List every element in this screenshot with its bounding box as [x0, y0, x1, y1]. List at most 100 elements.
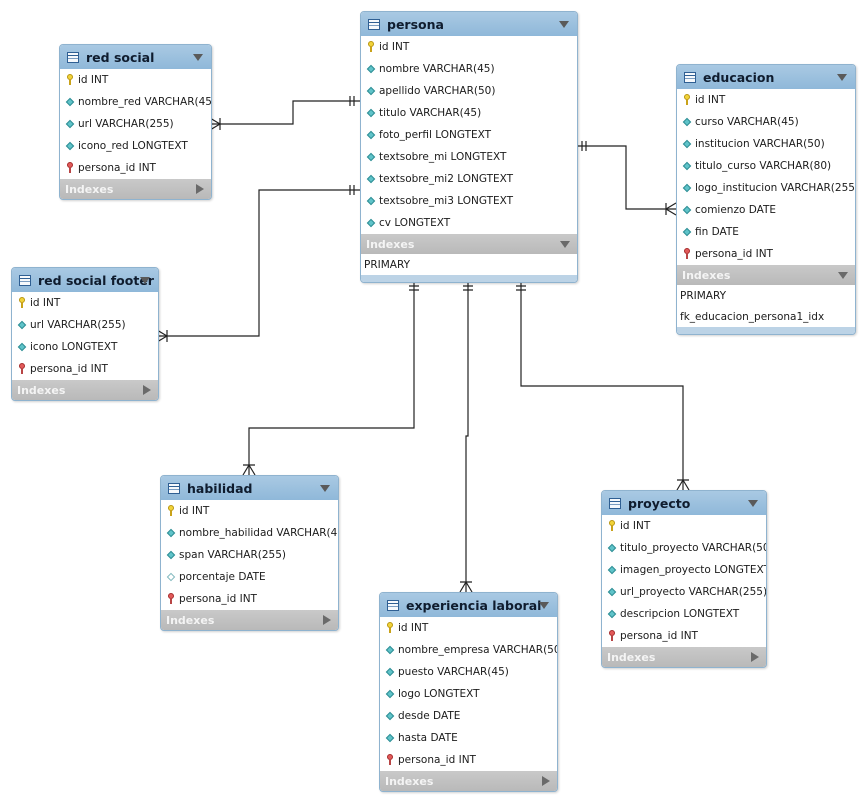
index-row[interactable]: PRIMARY: [680, 289, 727, 302]
collapse-chevron-icon[interactable]: [837, 74, 847, 81]
table-header[interactable]: proyecto: [602, 491, 766, 515]
column-row[interactable]: id INT: [380, 617, 557, 639]
indexes-label: Indexes: [17, 383, 66, 397]
column-row[interactable]: titulo_proyecto VARCHAR(50): [602, 537, 766, 559]
column-row[interactable]: id INT: [602, 515, 766, 537]
column-row[interactable]: icono LONGTEXT: [12, 336, 158, 358]
column-row[interactable]: persona_id INT: [602, 625, 766, 647]
column-row[interactable]: curso VARCHAR(45): [677, 111, 855, 133]
collapse-chevron-icon[interactable]: [193, 54, 203, 61]
column-row[interactable]: hasta DATE: [380, 727, 557, 749]
column-row[interactable]: fin DATE: [677, 221, 855, 243]
column-row[interactable]: comienzo DATE: [677, 199, 855, 221]
column-row[interactable]: url_proyecto VARCHAR(255): [602, 581, 766, 603]
column-row[interactable]: foto_perfil LONGTEXT: [361, 124, 577, 146]
collapsed-arrow-icon[interactable]: [323, 615, 331, 625]
primary-key-icon: [384, 622, 396, 634]
column-row[interactable]: id INT: [161, 500, 338, 522]
table-header[interactable]: persona: [361, 12, 577, 36]
collapsed-arrow-icon[interactable]: [751, 652, 759, 662]
column-row[interactable]: persona_id INT: [161, 588, 338, 610]
column-label: persona_id INT: [398, 754, 476, 766]
table-icon: [67, 51, 79, 63]
table-title: red social: [86, 49, 155, 65]
column-row[interactable]: puesto VARCHAR(45): [380, 661, 557, 683]
indexes-section-header[interactable]: Indexes: [361, 234, 577, 254]
column-row[interactable]: nombre_red VARCHAR(45): [60, 91, 211, 113]
column-diamond-icon: [681, 116, 693, 128]
column-row[interactable]: cv LONGTEXT: [361, 212, 577, 234]
crows-foot-many-marker: [242, 464, 256, 476]
column-row[interactable]: nombre VARCHAR(45): [361, 58, 577, 80]
collapsed-arrow-icon[interactable]: [196, 184, 204, 194]
collapsed-arrow-icon[interactable]: [542, 776, 550, 786]
column-row[interactable]: url VARCHAR(255): [60, 113, 211, 135]
collapse-chevron-icon[interactable]: [539, 602, 549, 609]
expanded-arrow-icon[interactable]: [560, 241, 570, 248]
column-row[interactable]: id INT: [12, 292, 158, 314]
column-diamond-icon: [606, 564, 618, 576]
indexes-section-header[interactable]: Indexes: [677, 265, 855, 285]
column-row[interactable]: textsobre_mi LONGTEXT: [361, 146, 577, 168]
column-label: textsobre_mi2 LONGTEXT: [379, 173, 514, 185]
column-row[interactable]: icono_red LONGTEXT: [60, 135, 211, 157]
column-row[interactable]: persona_id INT: [380, 749, 557, 771]
indexes-section-header[interactable]: Indexes: [380, 771, 557, 791]
column-row[interactable]: institucion VARCHAR(50): [677, 133, 855, 155]
column-diamond-icon: [365, 85, 377, 97]
column-row[interactable]: logo_institucion VARCHAR(255): [677, 177, 855, 199]
column-row[interactable]: textsobre_mi3 LONGTEXT: [361, 190, 577, 212]
indexes-section-header[interactable]: Indexes: [602, 647, 766, 667]
column-row[interactable]: porcentaje DATE: [161, 566, 338, 588]
indexes-label: Indexes: [366, 237, 415, 251]
column-row[interactable]: textsobre_mi2 LONGTEXT: [361, 168, 577, 190]
column-row[interactable]: id INT: [361, 36, 577, 58]
collapse-chevron-icon[interactable]: [320, 485, 330, 492]
column-row[interactable]: titulo VARCHAR(45): [361, 102, 577, 124]
column-row[interactable]: persona_id INT: [677, 243, 855, 265]
column-row[interactable]: persona_id INT: [60, 157, 211, 179]
indexes-section-header[interactable]: Indexes: [161, 610, 338, 630]
collapse-chevron-icon[interactable]: [559, 21, 569, 28]
collapse-chevron-icon[interactable]: [748, 500, 758, 507]
column-row[interactable]: desde DATE: [380, 705, 557, 727]
indexes-section-header[interactable]: Indexes: [12, 380, 158, 400]
column-diamond-icon: [681, 160, 693, 172]
table-header[interactable]: habilidad: [161, 476, 338, 500]
collapse-chevron-icon[interactable]: [140, 277, 150, 284]
column-row[interactable]: logo LONGTEXT: [380, 683, 557, 705]
table-header[interactable]: red social footer: [12, 268, 158, 292]
primary-key-icon: [64, 74, 76, 86]
column-row[interactable]: span VARCHAR(255): [161, 544, 338, 566]
column-row[interactable]: persona_id INT: [12, 358, 158, 380]
table-header[interactable]: educacion: [677, 65, 855, 89]
table-icon: [168, 482, 180, 494]
indexes-section-header[interactable]: Indexes: [60, 179, 211, 199]
column-diamond-icon: [384, 688, 396, 700]
column-row[interactable]: id INT: [60, 69, 211, 91]
table-header[interactable]: experiencia laboral: [380, 593, 557, 617]
column-row[interactable]: apellido VARCHAR(50): [361, 80, 577, 102]
table-title: habilidad: [187, 480, 253, 496]
index-row[interactable]: PRIMARY: [364, 258, 411, 271]
column-row[interactable]: url VARCHAR(255): [12, 314, 158, 336]
collapsed-arrow-icon[interactable]: [143, 385, 151, 395]
expanded-arrow-icon[interactable]: [838, 272, 848, 279]
column-label: cv LONGTEXT: [379, 217, 451, 229]
column-row[interactable]: nombre_habilidad VARCHAR(45): [161, 522, 338, 544]
column-row[interactable]: nombre_empresa VARCHAR(50): [380, 639, 557, 661]
column-row[interactable]: imagen_proyecto LONGTEXT: [602, 559, 766, 581]
table-header[interactable]: red social: [60, 45, 211, 69]
column-label: porcentaje DATE: [179, 571, 266, 583]
index-row[interactable]: fk_educacion_persona1_idx: [680, 310, 825, 323]
column-row[interactable]: descripcion LONGTEXT: [602, 603, 766, 625]
column-row[interactable]: id INT: [677, 89, 855, 111]
column-row[interactable]: titulo_curso VARCHAR(80): [677, 155, 855, 177]
